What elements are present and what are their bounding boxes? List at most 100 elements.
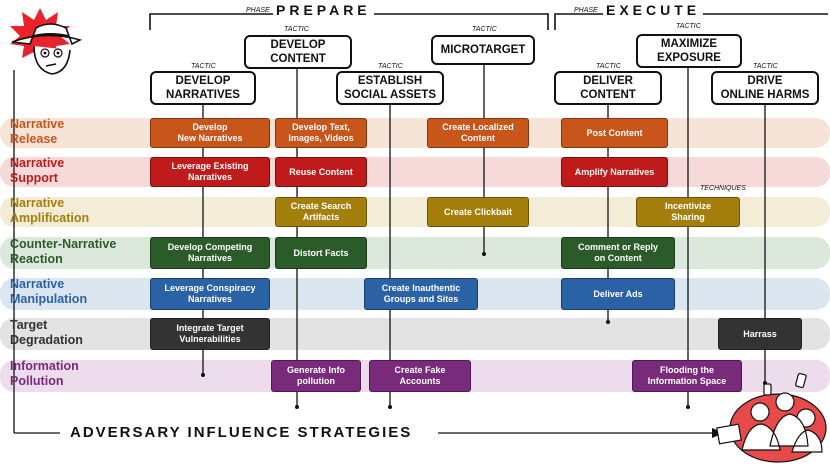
tactic-develop-narratives[interactable]: DEVELOP NARRATIVES <box>150 71 256 105</box>
band-bg-support <box>0 157 830 187</box>
execute-bracket <box>554 13 828 30</box>
technique-incentivize-sharing[interactable]: Incentivize Sharing <box>636 197 740 227</box>
technique-leverage-existing-line1: Leverage Existing <box>171 161 249 171</box>
tactic-establish-line1: ESTABLISH <box>357 75 423 87</box>
band-label-release: Narrative Release <box>10 117 64 147</box>
technique-generate-info-line1: Generate Info <box>286 365 345 375</box>
technique-create-search-artifacts[interactable]: Create Search Artifacts <box>275 197 367 227</box>
tactic-label-microtarget: TACTIC <box>472 26 497 33</box>
band-label-release-line1: Narrative <box>10 117 65 131</box>
technique-create-fake-accounts[interactable]: Create Fake Accounts <box>369 360 471 392</box>
dot-maximize-exposure <box>686 405 690 409</box>
tactic-develop-content-line2: CONTENT <box>270 53 326 65</box>
technique-integrate-target-vulnerabilities[interactable]: Integrate Target Vulnerabilities <box>150 318 270 350</box>
tactic-drive-online-harms[interactable]: DRIVE ONLINE HARMS <box>711 71 819 105</box>
band-label-pollution: Information Pollution <box>10 359 79 389</box>
tactic-deliver-line1: DELIVER <box>583 75 633 87</box>
technique-comment-or-reply[interactable]: Comment or Reply on Content <box>561 237 675 269</box>
technique-flooding-line2: Information Space <box>647 376 727 386</box>
technique-distort-facts-label: Distort Facts <box>293 247 349 258</box>
technique-flooding-information-space[interactable]: Flooding the Information Space <box>632 360 742 392</box>
band-bg-degradation <box>0 318 830 350</box>
phase-title-prepare: PREPARE <box>273 2 374 18</box>
band-label-counter: Counter-Narrative Reaction <box>10 237 116 267</box>
crowd-head-1 <box>750 402 770 422</box>
technique-reuse-content[interactable]: Reuse Content <box>275 157 367 187</box>
technique-create-inauthentic-line2: Groups and Sites <box>383 294 459 304</box>
technique-leverage-existing-narratives[interactable]: Leverage Existing Narratives <box>150 157 270 187</box>
crowd-bodies <box>741 413 823 453</box>
tactic-label-deliver: TACTIC <box>596 63 621 70</box>
tactic-microtarget[interactable]: MICROTARGET <box>431 35 535 65</box>
technique-incentivize-line2: Sharing <box>671 212 705 222</box>
band-label-manipulation: Narrative Manipulation <box>10 277 87 307</box>
crowd-laptop <box>716 423 742 445</box>
tactic-maximize-line1: MAXIMIZE <box>660 38 718 50</box>
tactic-develop-narratives-line1: DEVELOP <box>175 75 231 87</box>
tactic-label-maximize: TACTIC <box>676 23 701 30</box>
technique-amplify-narratives[interactable]: Amplify Narratives <box>561 157 668 187</box>
technique-develop-competing-narratives[interactable]: Develop Competing Narratives <box>150 237 270 269</box>
technique-create-clickbait[interactable]: Create Clickbait <box>427 197 529 227</box>
band-label-degradation: Target Degradation <box>10 318 83 348</box>
technique-distort-facts[interactable]: Distort Facts <box>275 237 367 269</box>
band-label-degradation-line2: Degradation <box>10 333 83 347</box>
technique-create-clickbait-label: Create Clickbait <box>443 206 513 217</box>
band-label-amplification-line1: Narrative <box>10 196 65 210</box>
technique-create-search-line1: Create Search <box>290 201 352 211</box>
band-label-support-line2: Support <box>10 171 58 185</box>
technique-deliver-ads-label: Deliver Ads <box>593 288 643 299</box>
technique-deliver-ads[interactable]: Deliver Ads <box>561 278 675 310</box>
tactic-develop-narratives-line2: NARRATIVES <box>166 89 240 101</box>
tactic-label-develop-content: TACTIC <box>284 26 309 33</box>
technique-post-content-label: Post Content <box>586 127 643 138</box>
technique-harrass-label: Harrass <box>743 328 777 339</box>
band-label-manipulation-line1: Narrative <box>10 277 65 291</box>
technique-develop-new-narratives[interactable]: Develop New Narratives <box>150 118 270 148</box>
tactic-develop-content[interactable]: DEVELOP CONTENT <box>244 35 352 69</box>
footer-title: ADVERSARY INFLUENCE STRATEGIES <box>70 424 413 441</box>
technique-harrass[interactable]: Harrass <box>718 318 802 350</box>
dot-deliver-content <box>606 320 610 324</box>
band-label-release-line2: Release <box>10 132 58 146</box>
tactic-deliver-line2: CONTENT <box>580 89 636 101</box>
technique-post-content[interactable]: Post Content <box>561 118 668 148</box>
techniques-label: TECHNIQUES <box>700 185 746 192</box>
tactic-label-drive: TACTIC <box>753 63 778 70</box>
technique-create-inauthentic-line1: Create Inauthentic <box>381 283 461 293</box>
technique-leverage-conspiracy-line1: Leverage Conspiracy <box>164 283 256 293</box>
technique-create-search-line2: Artifacts <box>302 212 340 222</box>
mascot-pupil-right <box>56 51 60 55</box>
phase-title-execute: EXECUTE <box>603 2 704 18</box>
tactic-label-establish: TACTIC <box>378 63 403 70</box>
mascot-face <box>33 45 71 75</box>
technique-develop-competing-line2: Narratives <box>187 253 233 263</box>
technique-create-localized-content[interactable]: Create Localized Content <box>427 118 529 148</box>
technique-create-inauthentic-groups[interactable]: Create Inauthentic Groups and Sites <box>364 278 478 310</box>
band-label-amplification-line2: Amplification <box>10 211 90 225</box>
crowd-phone-2 <box>763 383 772 396</box>
crowd-phone <box>795 372 807 389</box>
technique-develop-text-line1: Develop Text, <box>292 122 350 132</box>
technique-leverage-conspiracy-line2: Narratives <box>187 294 233 304</box>
tactic-establish-social-assets[interactable]: ESTABLISH SOCIAL ASSETS <box>336 71 444 105</box>
dot-develop-narratives <box>201 373 205 377</box>
technique-flooding-line1: Flooding the <box>660 365 714 375</box>
technique-develop-new-narratives-line2: New Narratives <box>177 133 243 143</box>
band-label-amplification: Narrative Amplification <box>10 196 89 226</box>
technique-develop-text[interactable]: Develop Text, Images, Videos <box>275 118 367 148</box>
band-label-support-line1: Narrative <box>10 156 65 170</box>
band-label-pollution-line2: Pollution <box>10 374 64 388</box>
tactic-maximize-exposure[interactable]: MAXIMIZE EXPOSURE <box>636 34 742 68</box>
technique-generate-info-pollution[interactable]: Generate Info pollution <box>271 360 361 392</box>
technique-incentivize-line1: Incentivize <box>664 201 711 211</box>
mascot-mouth <box>45 63 57 67</box>
tactic-establish-line2: SOCIAL ASSETS <box>343 89 437 101</box>
phase-label-prepare: PHASE <box>246 7 270 14</box>
technique-reuse-content-label: Reuse Content <box>289 166 353 177</box>
technique-leverage-conspiracy-narratives[interactable]: Leverage Conspiracy Narratives <box>150 278 270 310</box>
mascot-pupil-left <box>43 51 47 55</box>
tactic-maximize-line2: EXPOSURE <box>657 52 721 64</box>
tactic-deliver-content[interactable]: DELIVER CONTENT <box>554 71 662 105</box>
tactic-develop-content-line1: DEVELOP <box>270 39 326 51</box>
